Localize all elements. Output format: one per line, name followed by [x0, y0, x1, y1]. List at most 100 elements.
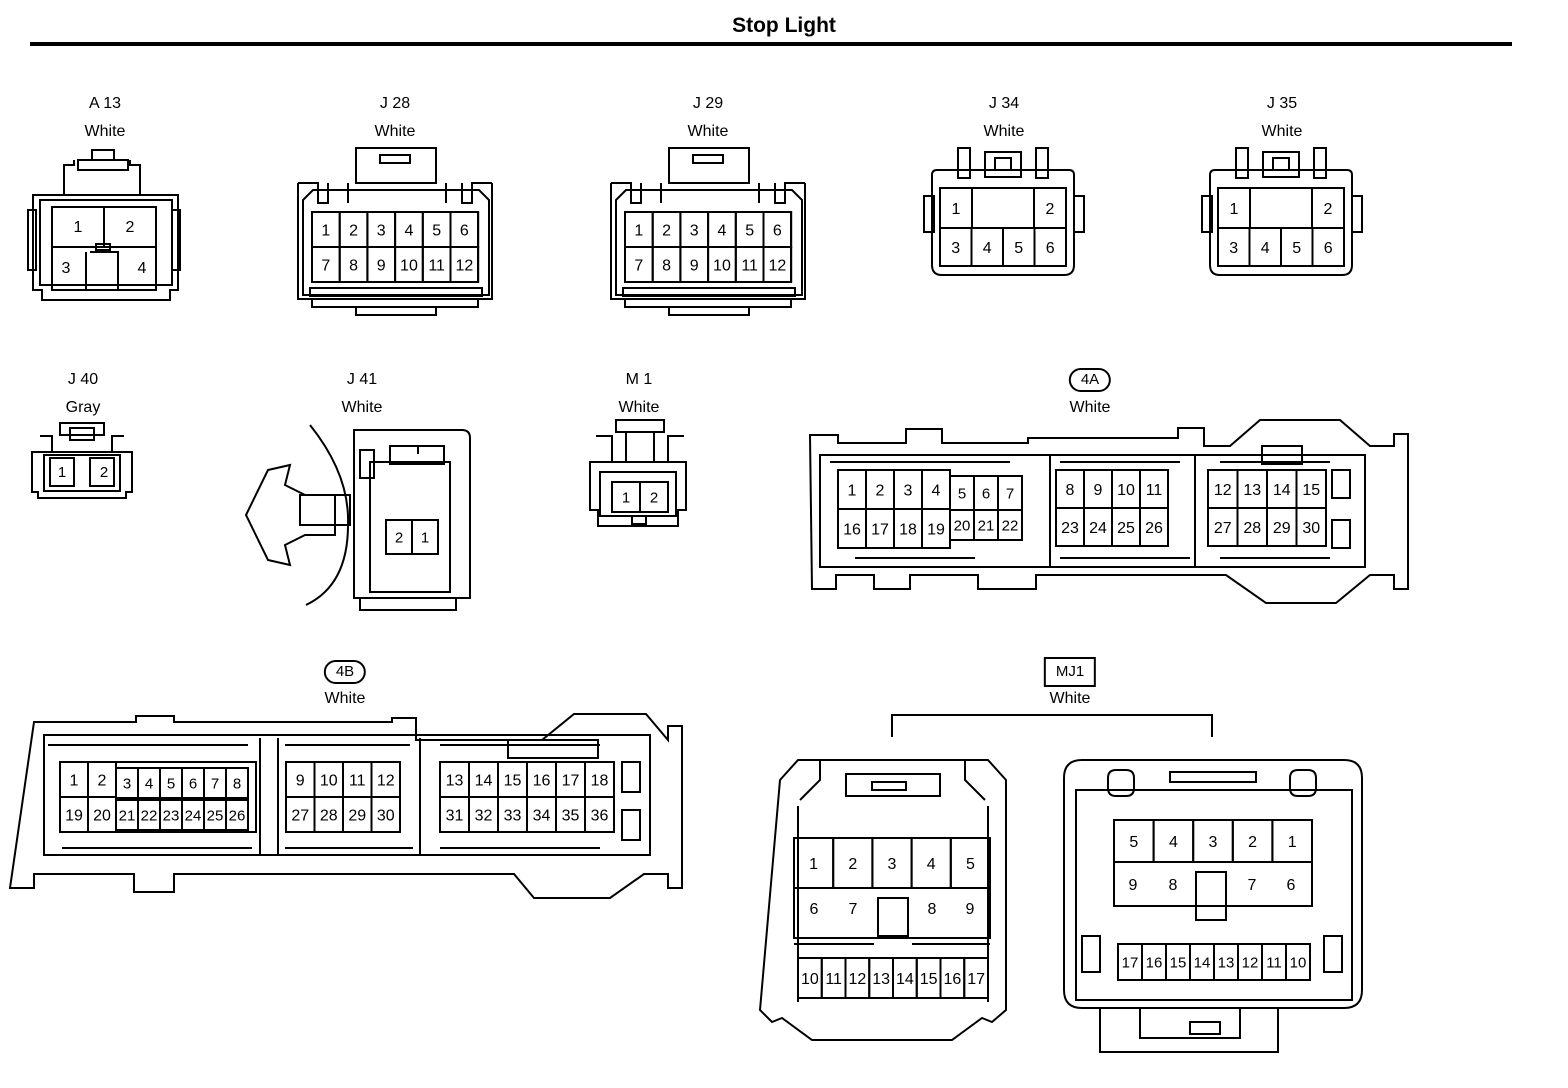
c4a-pin-22-label: 22 — [1002, 517, 1019, 534]
c4b-pin-8-cell — [225, 767, 249, 799]
mj1-left-pin-11-label: 11 — [825, 971, 842, 988]
j40-connector-body — [31, 422, 133, 499]
mj1-left-pin-13-label: 13 — [872, 971, 890, 988]
c4a-pin-12-label: 12 — [1214, 482, 1232, 499]
j28-color: White — [374, 123, 416, 140]
mj1-left-pin-8: 8 — [928, 901, 937, 918]
mj1-right-pin-11-label: 11 — [1266, 954, 1282, 971]
c4a-pin-1-label: 1 — [848, 482, 857, 499]
j34-pin-3-label: 3 — [951, 240, 960, 257]
j35-pin-1: 1 — [1230, 201, 1239, 218]
c4b-pin-16-label: 16 — [533, 772, 551, 789]
j29-pin-9-label: 9 — [690, 257, 699, 274]
mj1-right-pin-12-label: 12 — [1242, 954, 1259, 971]
j35-pin-4-label: 4 — [1261, 240, 1270, 257]
mj1-right-pin-16-label: 16 — [1146, 954, 1163, 971]
c4a-pin-28-label: 28 — [1243, 520, 1261, 537]
m1-pin-2-cell — [639, 481, 669, 513]
mj1-right-pin-3-label: 3 — [1209, 834, 1218, 851]
mj1-right-pin-5-label: 5 — [1129, 834, 1138, 851]
c4b-pin-22-label: 22 — [141, 807, 158, 824]
c4b-pin-2-label: 2 — [98, 772, 107, 789]
j28-pin-6-label: 6 — [460, 222, 469, 239]
j35-color: White — [1261, 123, 1303, 140]
c4a-pin-5-label: 5 — [958, 485, 966, 502]
c4a-connector-body — [808, 419, 1409, 604]
c4b-pin-31-label: 31 — [446, 807, 464, 824]
j29-color: White — [687, 123, 729, 140]
a13-pin-1: 1 — [74, 219, 83, 236]
c4a-pin-10-label: 10 — [1117, 482, 1135, 499]
c4b-pin-13-label: 13 — [446, 772, 464, 789]
c4a-pin-26-cell — [1139, 507, 1169, 547]
j28-pin-10-label: 10 — [400, 257, 418, 274]
j40-pin-1: 1 — [58, 464, 66, 481]
mj1-right-pin-6: 6 — [1287, 877, 1296, 894]
c4a-pin-2-label: 2 — [876, 482, 885, 499]
c4a-pin-18-label: 18 — [899, 521, 917, 538]
c4a-pin-7-label: 7 — [1006, 485, 1014, 502]
j28-pin-12-label: 12 — [455, 257, 473, 274]
mj1-right-pin-4-label: 4 — [1169, 834, 1178, 851]
mj1-right-pin-1-cell — [1271, 819, 1314, 863]
page-title: Stop Light — [732, 14, 836, 37]
j29-pin-5-label: 5 — [745, 222, 754, 239]
mj1-right-pin-14-label: 14 — [1194, 954, 1211, 971]
c4b-pin-21-label: 21 — [119, 807, 136, 824]
c4b-pin-25-label: 25 — [207, 807, 224, 824]
c4b-pin-27-label: 27 — [291, 807, 309, 824]
c4b-pin-20-label: 20 — [93, 807, 111, 824]
j41-pin-1-cell — [411, 519, 439, 555]
c4a-pin-13-label: 13 — [1243, 482, 1261, 499]
c4b-pin-4-label: 4 — [145, 775, 153, 792]
j41-color: White — [341, 399, 383, 416]
m1-pin-1-label: 1 — [622, 489, 630, 506]
j40-color: Gray — [65, 399, 101, 416]
mj1-left-pin-7: 7 — [849, 901, 858, 918]
j28-pin-8-label: 8 — [349, 257, 358, 274]
j28-pin-3-label: 3 — [377, 222, 386, 239]
mj1-right-pin-10-cell — [1285, 943, 1311, 981]
c4b-pin-28-label: 28 — [320, 807, 338, 824]
a13-pin-3: 3 — [62, 260, 71, 277]
c4b-pin-26-cell — [225, 799, 249, 831]
c4b-pin-33-label: 33 — [504, 807, 522, 824]
c4a-pin-27-label: 27 — [1214, 520, 1232, 537]
mj1-right-pin-7: 7 — [1248, 877, 1257, 894]
mj1-right-pin-13-label: 13 — [1218, 954, 1235, 971]
j34-pin-6-cell — [1033, 227, 1067, 267]
c4a-pin-29-label: 29 — [1273, 520, 1291, 537]
mj1-left-pin-16-label: 16 — [943, 971, 961, 988]
c4a-pin-21-label: 21 — [978, 517, 995, 534]
j28-pin-7-label: 7 — [321, 257, 330, 274]
j29-pin-10-label: 10 — [713, 257, 731, 274]
c4b-pin-11-label: 11 — [349, 772, 366, 789]
c4b-pin-23-label: 23 — [163, 807, 180, 824]
j35-pin-2: 2 — [1324, 201, 1333, 218]
c4b-pin-17-label: 17 — [562, 772, 580, 789]
j35-pin-5-label: 5 — [1292, 240, 1301, 257]
mj1-left-pin-17-label: 17 — [967, 971, 985, 988]
c4a-pin-4-label: 4 — [932, 482, 941, 499]
j29-id: J 29 — [692, 95, 724, 112]
a13-id: A 13 — [88, 95, 122, 112]
c4b-pin-30-label: 30 — [377, 807, 395, 824]
mj1-left-pin-3-label: 3 — [888, 856, 897, 873]
c4b-pin-15-label: 15 — [504, 772, 522, 789]
mj1-right-connector-body — [1063, 759, 1363, 1053]
j29-pin-2-label: 2 — [662, 222, 671, 239]
mj1-left-pin-2-label: 2 — [848, 856, 857, 873]
m1-connector-body — [589, 419, 687, 527]
j28-pin-5-label: 5 — [432, 222, 441, 239]
c4b-pin-6-label: 6 — [189, 775, 197, 792]
c4a-pin-15-label: 15 — [1302, 482, 1320, 499]
m1-id: M 1 — [625, 371, 653, 388]
c4b-id-badge: 4B — [323, 660, 367, 684]
j28-pin-9-label: 9 — [377, 257, 386, 274]
j29-pin-3-label: 3 — [690, 222, 699, 239]
j28-id: J 28 — [379, 95, 411, 112]
j29-pin-8-label: 8 — [662, 257, 671, 274]
c4b-pin-8-label: 8 — [233, 775, 241, 792]
a13-pin-2: 2 — [126, 219, 135, 236]
